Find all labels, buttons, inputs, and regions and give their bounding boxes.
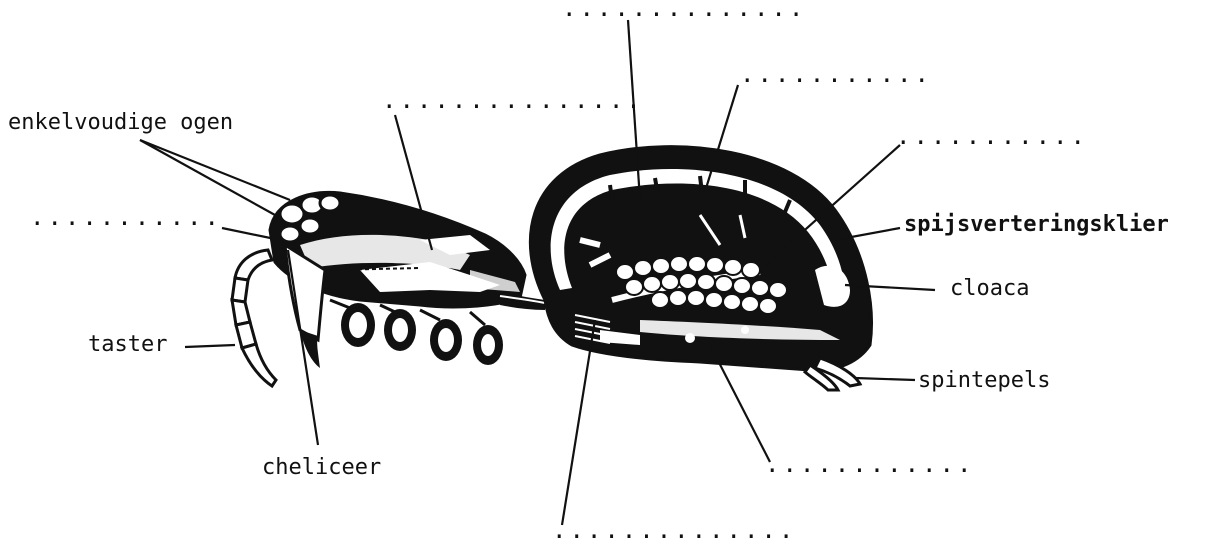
palp-shape — [232, 250, 276, 386]
blank-right: ........... — [896, 124, 1088, 148]
leader-simple-eyes-1 — [140, 140, 290, 200]
blank-top-center: .............. — [562, 0, 806, 20]
leader-bottom-center-blank — [562, 320, 595, 525]
abdomen — [530, 147, 871, 371]
label-simple-eyes: enkelvoudige ogen — [8, 112, 233, 134]
label-digestive-gland: spijsverteringsklier — [904, 214, 1169, 236]
pedicel — [500, 292, 545, 310]
label-cloaca: cloaca — [950, 278, 1029, 300]
leader-spinnerets — [855, 378, 915, 380]
leg-coxae — [330, 300, 503, 365]
blank-bottom-center: .............. — [552, 518, 796, 538]
blank-bottom-right: ............ — [765, 452, 974, 476]
leader-palp — [185, 345, 235, 347]
blank-top-left: ............... — [382, 88, 644, 112]
label-chelicera: cheliceer — [262, 457, 381, 479]
blank-left: ........... — [30, 205, 222, 229]
label-spinnerets: spintepels — [918, 370, 1050, 392]
blank-top-right: ........... — [740, 62, 932, 86]
label-palp: taster — [88, 334, 167, 356]
